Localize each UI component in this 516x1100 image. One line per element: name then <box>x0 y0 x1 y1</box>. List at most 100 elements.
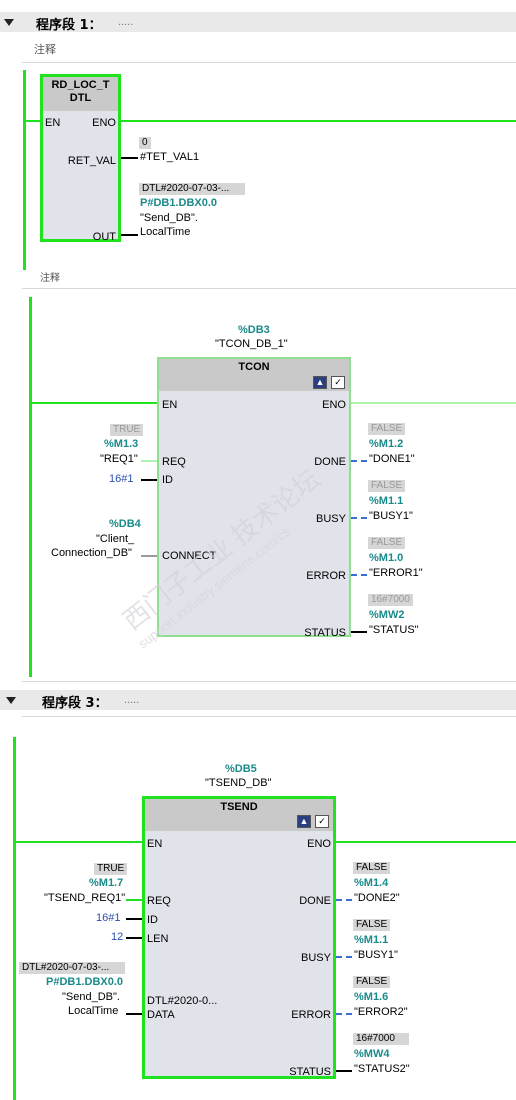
wire-en-1 <box>26 120 40 122</box>
tcon-name: TCON <box>238 361 270 373</box>
ret-val-value: 0 <box>139 137 151 149</box>
tsend-data-value: DTL#2020-07-03-... <box>19 962 125 974</box>
tcon-conn-tag-1[interactable]: "Client_ <box>96 533 135 545</box>
pin-eno: ENO <box>92 117 116 129</box>
segment-1-header[interactable]: 程序段 1： ..... <box>0 12 516 33</box>
wire-done-2 <box>351 460 367 462</box>
wire-eno-1 <box>120 120 516 122</box>
out-tag-1[interactable]: "Send_DB". <box>140 212 198 224</box>
tcon-done-addr: %M1.2 <box>369 438 404 450</box>
tsend-error-tag[interactable]: "ERROR2" <box>354 1006 408 1018</box>
tsend-status-tag[interactable]: "STATUS2" <box>354 1063 410 1075</box>
tcon-status-addr: %MW2 <box>369 609 405 621</box>
segment-2-comment[interactable]: 注释 <box>40 273 60 284</box>
tsend-req-value: TRUE <box>94 863 128 875</box>
rd-loc-t-name: RD_LOC_T <box>51 79 110 91</box>
tsend-done-value: FALSE <box>353 862 391 874</box>
tsend-req-addr: %M1.7 <box>89 877 124 889</box>
segment-1-dots: ..... <box>118 16 134 28</box>
power-rail-3 <box>13 737 16 1100</box>
tsend-req-tag[interactable]: "TSEND_REQ1" <box>44 892 126 904</box>
tcon-block[interactable]: TCON ▲ ✓ EN ENO REQ ID CONNECT DONE BUSY… <box>157 357 351 639</box>
tsend-len-value: 12 <box>111 931 124 943</box>
tcon-req-tag[interactable]: "REQ1" <box>100 453 138 465</box>
tcon-conn-tag-2[interactable]: Connection_DB" <box>51 547 132 559</box>
tcon-pin-eno: ENO <box>322 399 346 411</box>
config-icon[interactable]: ▲ <box>313 376 327 389</box>
wire-busy-3 <box>336 956 352 958</box>
tcon-db-name[interactable]: "TCON_DB_1" <box>215 338 288 350</box>
ret-val-tag[interactable]: #TET_VAL1 <box>140 151 200 163</box>
wire-out <box>121 234 138 236</box>
tcon-pin-busy: BUSY <box>316 513 346 525</box>
wire-error-3 <box>336 1013 352 1015</box>
segment-3-title: 程序段 3： <box>42 696 108 711</box>
collapse-triangle-icon[interactable] <box>6 697 16 704</box>
tsend-data-tag-2[interactable]: LocalTime <box>68 1005 119 1017</box>
config-icon[interactable]: ▲ <box>297 815 311 828</box>
wire-id-3 <box>126 918 142 920</box>
wire-data-3 <box>126 1013 142 1015</box>
wire-req-3 <box>126 899 142 901</box>
collapse-triangle-icon[interactable] <box>4 19 14 26</box>
wire-eno-2 <box>351 402 516 404</box>
diagnostics-icon[interactable]: ✓ <box>331 376 345 389</box>
wire-len-3 <box>126 937 142 939</box>
tcon-status-tag[interactable]: "STATUS" <box>369 624 419 636</box>
tsend-data-addr: P#DB1.DBX0.0 <box>46 976 124 988</box>
wire-id-2 <box>141 479 157 481</box>
tsend-data-tag-1[interactable]: "Send_DB". <box>62 991 120 1003</box>
tcon-done-tag[interactable]: "DONE1" <box>369 453 415 465</box>
tsend-data-inner: DTL#2020-0... <box>147 995 218 1007</box>
wire-req-2 <box>141 460 157 462</box>
tsend-block[interactable]: TSEND ▲ ✓ EN ENO REQ ID LEN DTL#2020-0..… <box>142 796 336 1079</box>
tcon-status-value: 16#7000 <box>368 594 413 606</box>
tcon-busy-value: FALSE <box>368 480 406 492</box>
tsend-pin-data: DATA <box>147 1009 175 1021</box>
wire-connect-2 <box>141 555 157 557</box>
tcon-pin-id: ID <box>162 474 173 486</box>
wire-en-2 <box>32 402 158 404</box>
tcon-error-addr: %M1.0 <box>369 552 404 564</box>
tcon-id-value: 16#1 <box>109 473 134 485</box>
wire-en-3 <box>16 841 143 843</box>
diagnostics-icon[interactable]: ✓ <box>315 815 329 828</box>
rd-loc-t-block[interactable]: RD_LOC_T DTL EN ENO RET_VAL OUT <box>40 74 121 243</box>
tcon-busy-tag[interactable]: "BUSY1" <box>369 510 413 522</box>
segment-1-comment[interactable]: 注释 <box>34 43 56 56</box>
tsend-busy-tag[interactable]: "BUSY1" <box>354 949 398 961</box>
tsend-pin-en: EN <box>147 838 163 850</box>
tsend-busy-addr: %M1.1 <box>354 934 389 946</box>
tcon-db-number: %DB3 <box>238 324 270 336</box>
tsend-done-tag[interactable]: "DONE2" <box>354 892 400 904</box>
tcon-error-tag[interactable]: "ERROR1" <box>369 567 423 579</box>
tsend-db-number: %DB5 <box>225 763 257 775</box>
tsend-pin-busy: BUSY <box>301 952 331 964</box>
tcon-conn-db: %DB4 <box>109 518 141 530</box>
tcon-pin-status: STATUS <box>304 627 346 639</box>
tsend-status-value: 16#7000 <box>353 1033 409 1045</box>
wire-eno-3 <box>336 841 516 843</box>
tsend-pin-done: DONE <box>299 895 331 907</box>
segment-3-header[interactable]: 程序段 3： ..... <box>0 690 516 711</box>
tcon-req-value: TRUE <box>110 424 144 436</box>
tsend-busy-value: FALSE <box>353 919 391 931</box>
tsend-error-value: FALSE <box>353 976 391 988</box>
tsend-id-value: 16#1 <box>96 912 121 924</box>
tsend-name: TSEND <box>220 801 258 813</box>
power-rail-2 <box>29 297 32 677</box>
tcon-done-value: FALSE <box>368 423 406 435</box>
pin-out: OUT <box>92 231 116 243</box>
tcon-error-value: FALSE <box>368 537 406 549</box>
tsend-error-addr: %M1.6 <box>354 991 389 1003</box>
wire-ret-val <box>121 157 138 159</box>
tsend-pin-eno: ENO <box>307 838 331 850</box>
out-addr: P#DB1.DBX0.0 <box>140 197 218 209</box>
tsend-db-name[interactable]: "TSEND_DB" <box>205 777 272 789</box>
rd-loc-t-type: DTL <box>69 92 92 104</box>
tcon-pin-req: REQ <box>162 456 186 468</box>
segment-1-title: 程序段 1： <box>36 18 102 33</box>
tsend-pin-error: ERROR <box>291 1009 331 1021</box>
rd-loc-t-header: RD_LOC_T DTL <box>43 77 118 111</box>
out-tag-2[interactable]: LocalTime <box>140 226 191 238</box>
